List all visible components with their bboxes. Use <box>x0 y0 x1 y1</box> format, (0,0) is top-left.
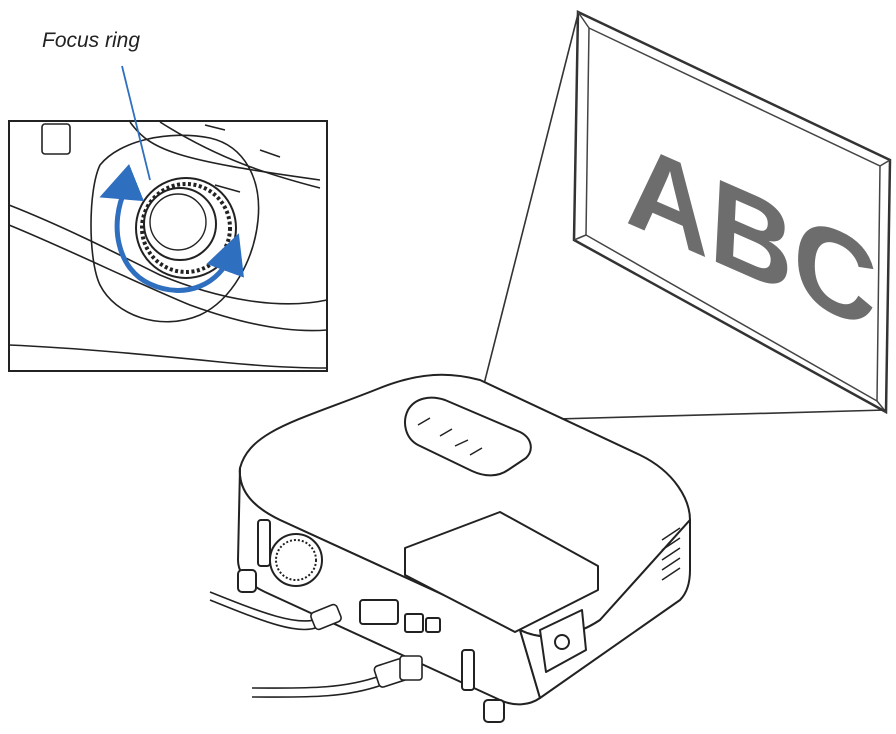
projection-beam <box>481 13 887 421</box>
rotation-arrow-icon <box>114 185 244 293</box>
focus-ring-inset <box>8 120 328 372</box>
callout-leader-line <box>121 65 151 181</box>
focus-ring-label: Focus ring <box>42 29 141 52</box>
projector <box>237 373 691 723</box>
projection-screen: ABC <box>572 10 892 415</box>
cables <box>209 591 423 698</box>
